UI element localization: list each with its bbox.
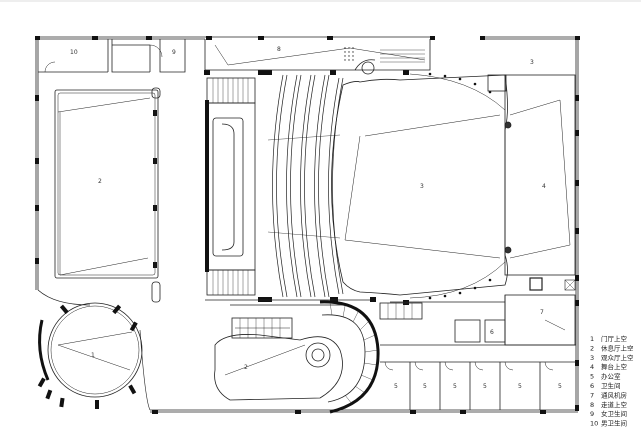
legend-number: 5 bbox=[590, 373, 594, 381]
room-labels: 10 9 8 3 2 3 4 1 2 6 7 5 5 5 5 5 5 bbox=[70, 46, 562, 390]
room-label-1: 1 bbox=[91, 352, 95, 359]
room-label-2-lower: 2 bbox=[244, 364, 248, 371]
legend-label: 通风机房 bbox=[601, 390, 627, 399]
stage-void-outline bbox=[409, 72, 576, 300]
legend-label: 观众厅上空 bbox=[601, 353, 634, 362]
entrance-hall-void bbox=[37, 302, 151, 411]
room-label-3-center: 3 bbox=[420, 183, 424, 190]
room-label-9: 9 bbox=[172, 49, 176, 56]
legend-label: 舞台上空 bbox=[601, 362, 628, 371]
legend-label: 办公室 bbox=[601, 372, 621, 381]
legend-label: 女卫生间 bbox=[601, 409, 627, 418]
room-label-5e: 5 bbox=[518, 383, 522, 390]
legend-number: 4 bbox=[590, 363, 594, 371]
room-label-6: 6 bbox=[490, 329, 494, 336]
room-label-3-top: 3 bbox=[530, 59, 534, 66]
legend-number: 6 bbox=[590, 382, 594, 390]
room-label-5f: 5 bbox=[558, 383, 562, 390]
legend-number: 8 bbox=[590, 401, 594, 409]
legend-number: 2 bbox=[590, 344, 594, 352]
lower-lounge-outline bbox=[214, 334, 343, 401]
legend: 1 门厅上空 2 休息厅上空 3 观众厅上空 4 舞台上空 5 办公室 6 卫生间 7 通风机房 8 走道上空… bbox=[590, 334, 634, 428]
lower-circulation bbox=[205, 294, 576, 410]
auditorium-seating-rows bbox=[267, 74, 344, 298]
legend-number: 10 bbox=[590, 420, 598, 428]
legend-label: 门厅上空 bbox=[601, 334, 628, 343]
legend-number: 9 bbox=[590, 410, 594, 418]
legend-label: 男卫生间 bbox=[601, 419, 627, 428]
room-label-10: 10 bbox=[70, 49, 78, 56]
lounge-upper-void bbox=[37, 87, 161, 306]
room-label-2-left: 2 bbox=[98, 178, 102, 185]
room-label-5d: 5 bbox=[483, 383, 487, 390]
room-label-4: 4 bbox=[542, 183, 546, 190]
auditorium-side-stairs bbox=[205, 77, 256, 296]
room-label-5c: 5 bbox=[453, 383, 457, 390]
room-label-5a: 5 bbox=[394, 383, 398, 390]
corridor-upper bbox=[204, 39, 431, 75]
legend-label: 休息厅上空 bbox=[601, 343, 634, 352]
room-label-8: 8 bbox=[277, 46, 281, 53]
room-label-7: 7 bbox=[540, 309, 544, 316]
room-label-5b: 5 bbox=[423, 383, 427, 390]
legend-label: 走道上空 bbox=[601, 400, 628, 409]
legend-number: 7 bbox=[590, 391, 594, 399]
structural-columns bbox=[35, 36, 580, 414]
legend-label: 卫生间 bbox=[601, 381, 621, 390]
spiral-staircase bbox=[319, 300, 380, 414]
legend-number: 3 bbox=[590, 354, 594, 362]
auditorium-void-outline bbox=[331, 74, 508, 296]
toilet-block bbox=[38, 39, 186, 73]
legend-number: 1 bbox=[590, 335, 594, 343]
